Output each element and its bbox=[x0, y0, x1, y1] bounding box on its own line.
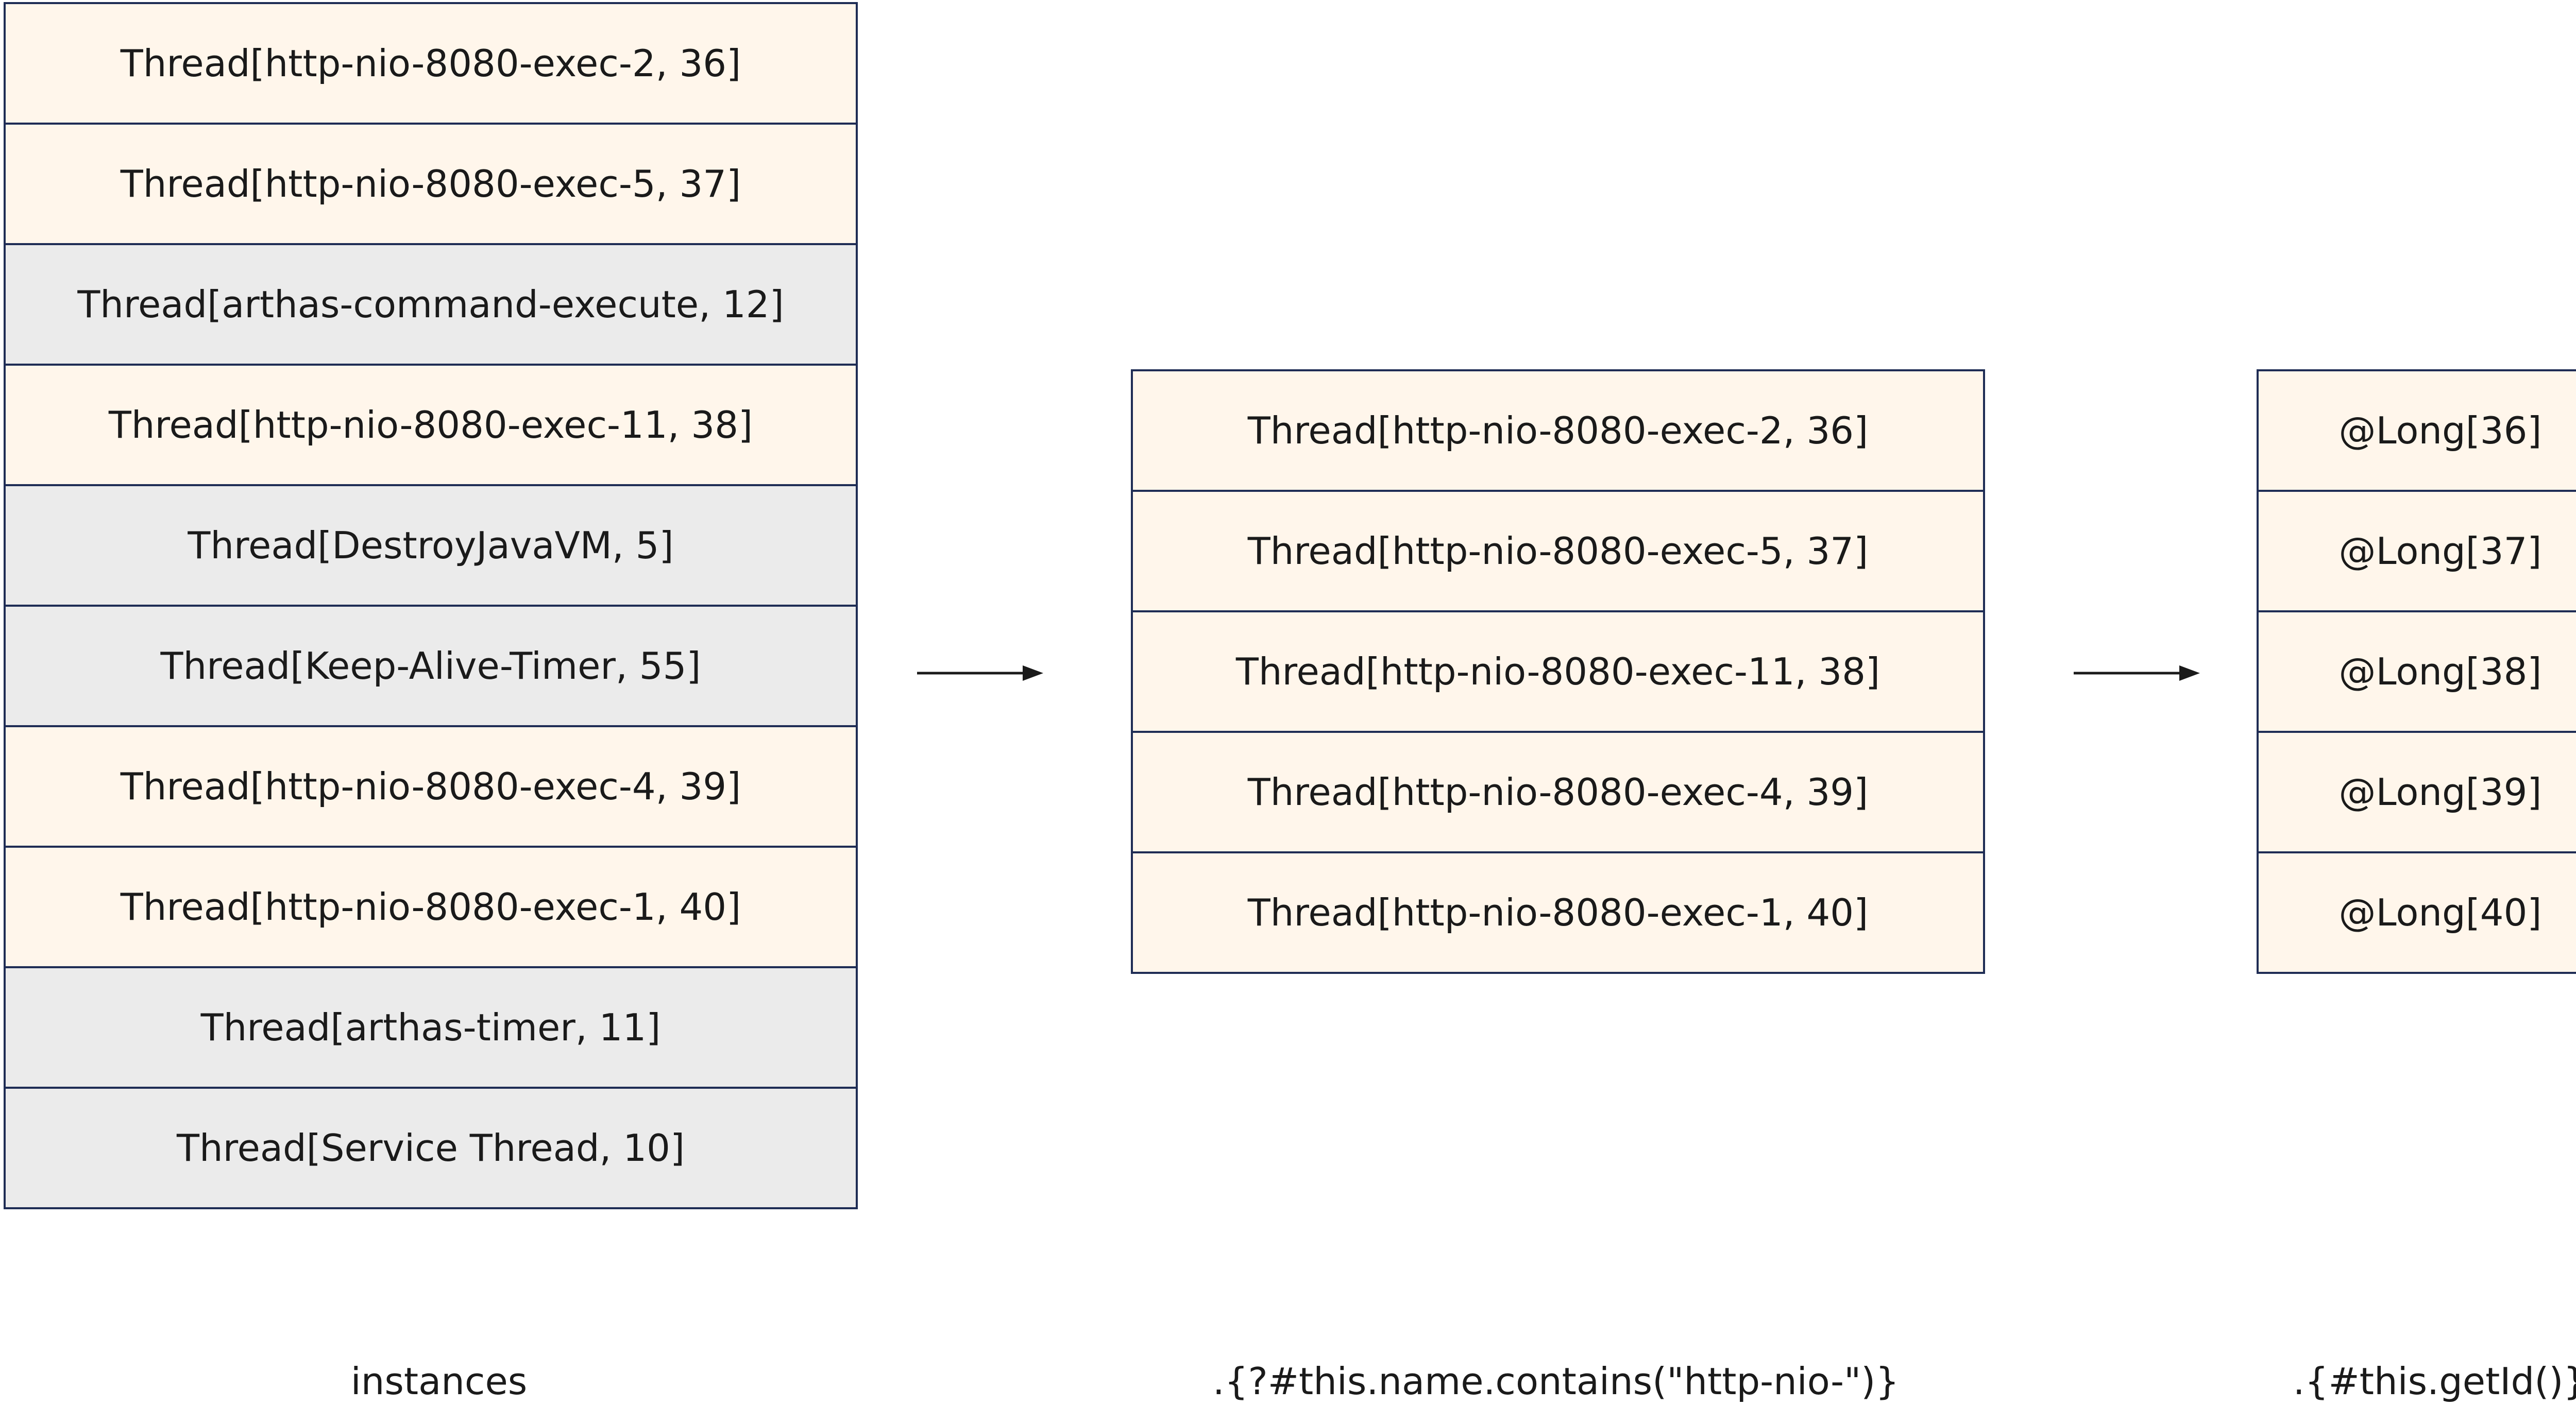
thread-cell: Thread[Keep-Alive-Timer, 55] bbox=[4, 605, 858, 727]
projection-expression-caption: .{#this.getId()} bbox=[2293, 1360, 2576, 1403]
thread-cell: Thread[http-nio-8080-exec-4, 39] bbox=[4, 725, 858, 848]
filtered-thread-cell: Thread[http-nio-8080-exec-1, 40] bbox=[1131, 851, 1985, 974]
id-cell: @Long[37] bbox=[2257, 490, 2576, 612]
thread-cell: Thread[http-nio-8080-exec-1, 40] bbox=[4, 846, 858, 968]
arrow-right-icon bbox=[917, 663, 1043, 683]
id-cell: @Long[38] bbox=[2257, 610, 2576, 733]
thread-cell: Thread[http-nio-8080-exec-11, 38] bbox=[4, 364, 858, 486]
filter-expression-caption: .{?#this.name.contains("http-nio-")} bbox=[1212, 1360, 1900, 1403]
filtered-thread-cell: Thread[http-nio-8080-exec-4, 39] bbox=[1131, 731, 1985, 853]
id-cell: @Long[39] bbox=[2257, 731, 2576, 853]
thread-cell: Thread[http-nio-8080-exec-5, 37] bbox=[4, 123, 858, 245]
instances-list: Thread[http-nio-8080-exec-2, 36] Thread[… bbox=[4, 2, 858, 1209]
thread-cell: Thread[http-nio-8080-exec-2, 36] bbox=[4, 2, 858, 125]
arrow-right-icon bbox=[2074, 663, 2200, 683]
filtered-thread-cell: Thread[http-nio-8080-exec-5, 37] bbox=[1131, 490, 1985, 612]
filtered-list: Thread[http-nio-8080-exec-2, 36] Thread[… bbox=[1131, 369, 1985, 974]
id-list: @Long[36] @Long[37] @Long[38] @Long[39] … bbox=[2257, 369, 2576, 974]
thread-cell: Thread[arthas-timer, 11] bbox=[4, 966, 858, 1089]
instances-caption: instances bbox=[350, 1360, 528, 1403]
thread-cell: Thread[Service Thread, 10] bbox=[4, 1087, 858, 1209]
thread-cell: Thread[arthas-command-execute, 12] bbox=[4, 243, 858, 366]
id-cell: @Long[36] bbox=[2257, 369, 2576, 492]
filtered-thread-cell: Thread[http-nio-8080-exec-2, 36] bbox=[1131, 369, 1985, 492]
filtered-thread-cell: Thread[http-nio-8080-exec-11, 38] bbox=[1131, 610, 1985, 733]
thread-cell: Thread[DestroyJavaVM, 5] bbox=[4, 484, 858, 607]
id-cell: @Long[40] bbox=[2257, 851, 2576, 974]
